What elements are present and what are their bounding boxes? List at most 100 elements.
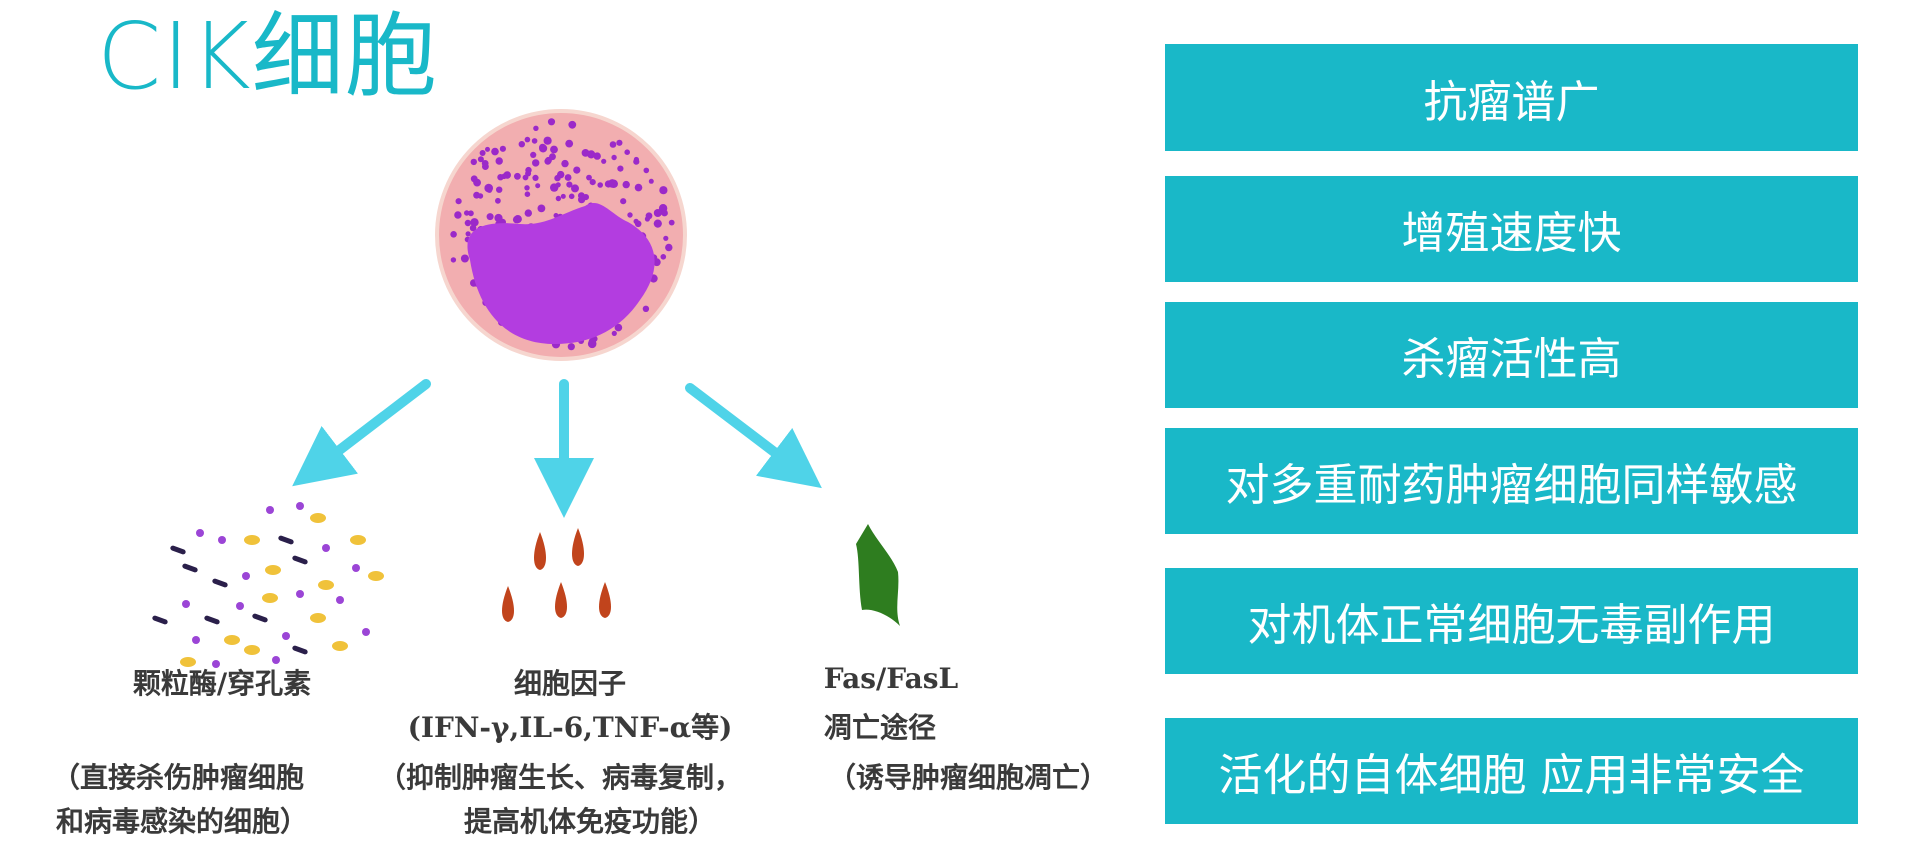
cell-granule-dot [614, 323, 623, 332]
pathway-note-granzyme-line1: （直接杀伤肿瘤细胞 [52, 761, 305, 794]
cell-granule-dot [514, 172, 521, 180]
cell-granule-dot [530, 151, 537, 158]
feature-text-1: 抗瘤谱广 [1423, 76, 1600, 128]
feature-text-2: 增殖速度快 [1401, 208, 1622, 259]
cell-granule-dot [624, 149, 630, 155]
cell-granule-dot [616, 139, 623, 146]
cell-granule-dot [524, 136, 531, 143]
cell-granule-dot [561, 159, 569, 168]
cell-nucleus [467, 203, 655, 344]
feature-box-4: 对多重耐药肿瘤细胞同样敏感 [1165, 428, 1858, 534]
cell-granule-dot [470, 158, 477, 166]
cell-granule-dot [473, 191, 480, 199]
cell-granule-dot [611, 154, 617, 161]
cell-granule-dot [566, 181, 573, 188]
cell-granule-dot [518, 141, 525, 148]
cell-granule-dot [653, 219, 662, 228]
granule-particle [368, 571, 384, 581]
granule-particle [212, 660, 220, 668]
cell-granule-dot [634, 183, 643, 192]
cell-granule-dot [620, 198, 627, 205]
granule-particle [292, 555, 308, 565]
cell-granule-dot [450, 257, 457, 263]
arrow-right [685, 383, 822, 489]
cell-granule-dot [450, 231, 457, 238]
pathway-label-cytokine-line2: (IFN-γ,IL-6,TNF-α等) [407, 711, 733, 744]
granule-particle [296, 502, 304, 510]
cell-granule-dot [586, 174, 592, 181]
cell-granule-dot [524, 185, 530, 191]
cell-granule-dot [648, 178, 654, 184]
cell-granule-dot [495, 197, 501, 204]
cell-granule-dot [593, 152, 601, 160]
cell-granule-dot [465, 231, 471, 237]
cell-granule-dot [547, 118, 556, 126]
cell-granule-dot [633, 158, 640, 165]
cell-granule-dot [460, 254, 469, 263]
feature-box-5: 对机体正常细胞无毒副作用 [1165, 568, 1858, 674]
cell-granule-dot [470, 218, 479, 227]
granule-particle [244, 645, 260, 655]
granule-particle [224, 635, 240, 645]
cell-granule-dot [468, 210, 474, 217]
cell-granule-dot [494, 213, 503, 223]
granzyme-perforin-illustration [152, 502, 384, 668]
cell-granule-dot [564, 174, 572, 181]
cell-granule-dot [532, 159, 540, 167]
cell-granule-dot [553, 213, 559, 218]
cell-granule-dot [550, 145, 558, 154]
granule-particle [218, 536, 226, 544]
cell-granule-dot [589, 179, 596, 186]
cell-granule-dot [524, 191, 531, 197]
granule-particle [182, 600, 190, 608]
cell-granule-dot [499, 145, 506, 152]
granule-particle [262, 593, 278, 603]
granule-particle [292, 645, 308, 655]
cell-granule-dot [653, 209, 662, 217]
granule-particle [350, 535, 366, 545]
cell-granule-dot [660, 253, 667, 260]
cell-granule-dot [477, 156, 484, 163]
cell-granule-dot [652, 258, 661, 267]
cell-granule-dot [543, 136, 552, 145]
feature-box-3: 杀瘤活性高 [1165, 302, 1858, 408]
cell-granule-dot [496, 186, 503, 193]
granule-particle [362, 628, 370, 636]
cell-granule-dot [565, 139, 574, 148]
cell-granule-dot [601, 158, 607, 164]
granule-particle [242, 572, 250, 580]
cell-granule-dot [659, 186, 668, 195]
cell-granule-dot [642, 305, 650, 312]
pathway-label-granzyme: 颗粒酶/穿孔素 [132, 667, 312, 700]
cell-granule-dot [588, 337, 596, 346]
feature-box-2: 增殖速度快 [1165, 176, 1858, 282]
pathway-note-fas: （诱导肿瘤细胞凋亡） [828, 761, 1109, 794]
cell-granule-dot [608, 179, 617, 188]
cell-granule-dot [455, 198, 462, 205]
granule-particle [236, 602, 244, 610]
granule-particle [318, 580, 334, 590]
cell-granule-dot [668, 219, 675, 226]
pathway-label-cytokine-line1: 细胞因子 [513, 667, 626, 700]
cytokine-droplets-illustration [502, 528, 611, 622]
cell-granule-dot [464, 219, 472, 227]
cell-granule-dot [555, 182, 561, 188]
cell-granule-dot [533, 125, 539, 131]
feature-text-3: 杀瘤活性高 [1401, 334, 1622, 385]
granule-particle [296, 590, 304, 598]
pathway-note-granzyme-line2: 和病毒感染的细胞） [56, 805, 309, 838]
granule-particle [244, 535, 260, 545]
granule-particle [265, 565, 281, 575]
cell-granule-dot [568, 120, 577, 129]
granule-particle [282, 632, 290, 640]
granule-particle [278, 535, 294, 545]
cell-granule-dot [581, 149, 590, 157]
cell-granule-dot [661, 209, 668, 217]
cell-granule-dot [571, 184, 579, 193]
granule-particle [352, 564, 360, 572]
granule-particle [192, 636, 200, 644]
granule-particle [204, 615, 220, 625]
granule-particle [332, 641, 348, 651]
cell-granule-dot [479, 150, 486, 156]
granule-particle [272, 656, 280, 664]
